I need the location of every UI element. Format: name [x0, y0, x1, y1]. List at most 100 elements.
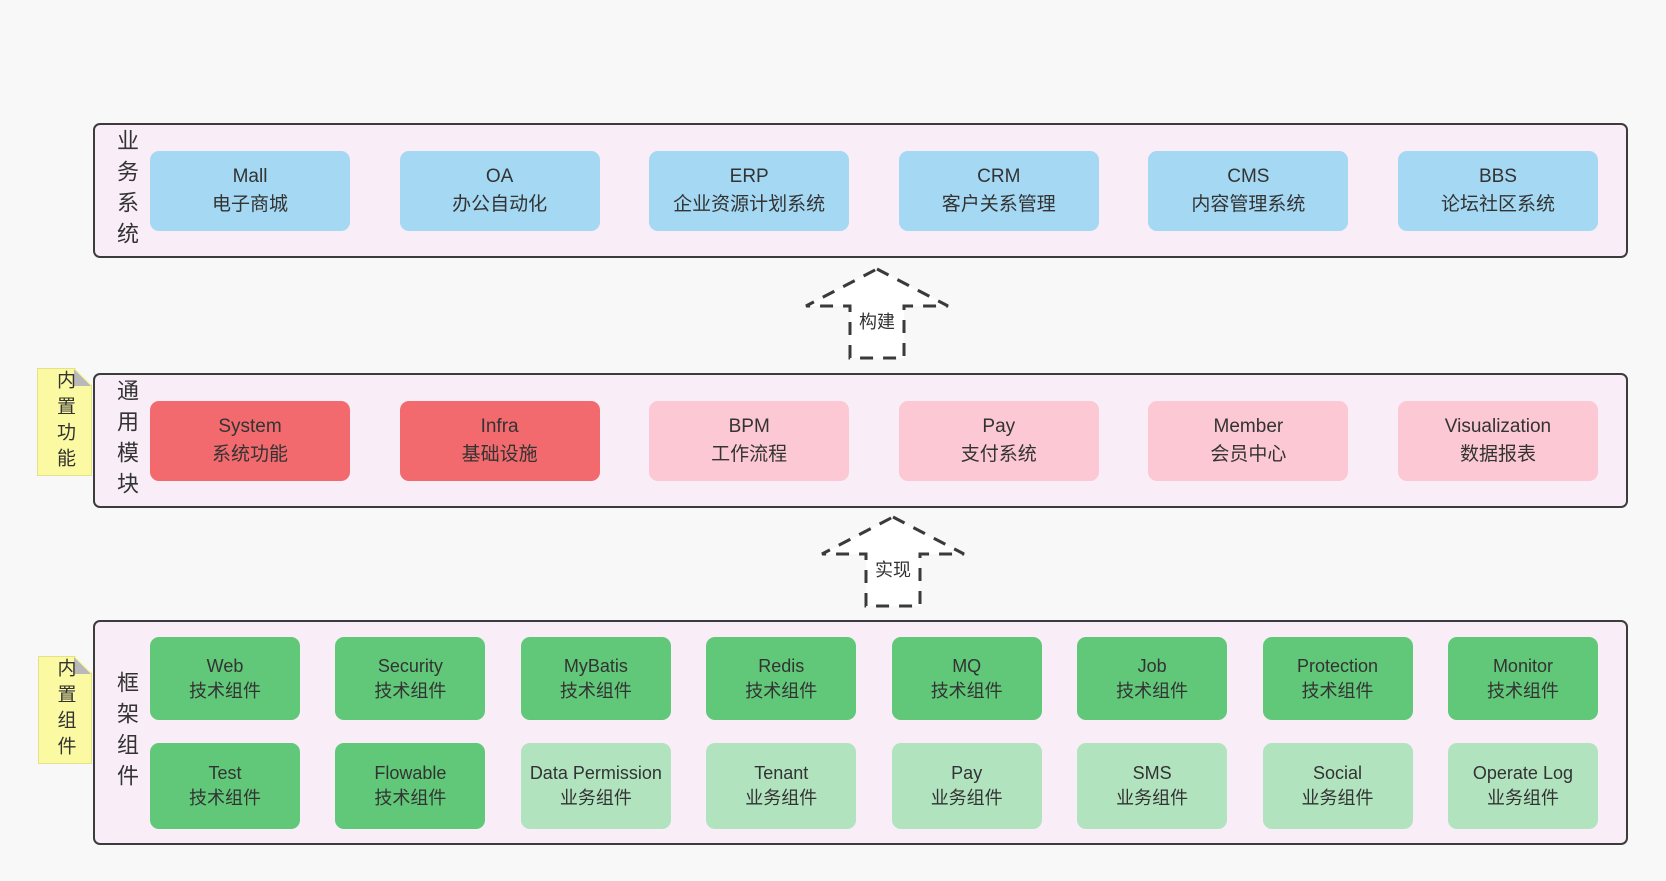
sticky-modules-label: 内置功能 — [54, 370, 75, 474]
box-bbs-desc: 论坛社区系统 — [1440, 193, 1555, 215]
box-bbs-name: BBS — [1478, 165, 1517, 187]
box-pay-module: Pay 支付系统 — [898, 400, 1099, 481]
box-cms-name: CMS — [1227, 165, 1270, 187]
box-erp: ERP 企业资源计划系统 — [649, 150, 850, 231]
box-oa-desc: 办公自动化 — [452, 193, 548, 215]
box-infra: Infra 基础设施 — [399, 400, 600, 481]
box-flowable: Flowable 技术组件 — [335, 743, 486, 829]
box-sms: SMS 业务组件 — [1077, 743, 1228, 829]
box-bbs: BBS 论坛社区系统 — [1397, 150, 1598, 231]
box-monitor-name: Monitor — [1492, 655, 1553, 676]
box-cms-desc: 内容管理系统 — [1191, 193, 1306, 215]
box-web: Web 技术组件 — [150, 637, 300, 720]
sticky-note-builtin-components: 内置组件 — [38, 656, 92, 764]
box-visualization: Visualization 数据报表 — [1397, 400, 1598, 481]
box-infra-desc: 基础设施 — [461, 443, 538, 465]
box-security-name: Security — [377, 655, 443, 676]
components-box-row-2: Test 技术组件 Flowable 技术组件 Data Permission … — [150, 743, 1598, 829]
box-crm: CRM 客户关系管理 — [898, 150, 1099, 231]
sticky-note-builtin-features: 内置功能 — [37, 368, 92, 476]
box-system-desc: 系统功能 — [211, 443, 288, 465]
box-social: Social 业务组件 — [1262, 743, 1413, 829]
box-pay-component: Pay 业务组件 — [891, 743, 1042, 829]
box-infra-name: Infra — [480, 415, 519, 437]
band-business-systems: 业务系统 Mall 电子商城 OA 办公自动化 ERP 企业资源计划系统 CRM… — [93, 123, 1628, 258]
box-erp-name: ERP — [729, 165, 769, 187]
box-data-permission: Data Permission 业务组件 — [520, 743, 671, 829]
box-web-name: Web — [206, 655, 244, 676]
box-social-name: Social — [1313, 763, 1363, 784]
box-flowable-desc: 技术组件 — [374, 788, 447, 808]
box-member: Member 会员中心 — [1148, 400, 1349, 481]
box-visualization-name: Visualization — [1444, 415, 1552, 437]
box-redis-desc: 技术组件 — [745, 680, 818, 701]
box-data-permission-desc: 业务组件 — [559, 788, 632, 808]
box-bpm: BPM 工作流程 — [649, 400, 850, 481]
box-flowable-name: Flowable — [374, 763, 447, 784]
box-job-desc: 技术组件 — [1116, 680, 1189, 701]
box-tenant-desc: 业务组件 — [745, 788, 818, 808]
box-job: Job 技术组件 — [1077, 637, 1228, 720]
box-oa-name: OA — [485, 165, 514, 187]
band-label-components: 框架组件 — [114, 670, 139, 795]
arrow-implement: 实现 — [818, 514, 968, 609]
box-mq: MQ 技术组件 — [891, 637, 1042, 720]
sticky-components-label: 内置组件 — [54, 658, 76, 762]
box-system: System 系统功能 — [150, 400, 350, 481]
band-label-modules: 通用模块 — [114, 378, 139, 503]
box-tenant-name: Tenant — [754, 763, 809, 784]
box-monitor: Monitor 技术组件 — [1447, 637, 1598, 720]
box-job-name: Job — [1137, 655, 1167, 676]
box-mall: Mall 电子商城 — [150, 150, 350, 231]
arrow-build: 构建 — [802, 266, 952, 361]
box-visualization-desc: 数据报表 — [1459, 443, 1536, 465]
box-operate-log-name: Operate Log — [1472, 763, 1573, 784]
box-pay-component-desc: 业务组件 — [930, 788, 1003, 808]
box-social-desc: 业务组件 — [1301, 788, 1374, 808]
box-oa: OA 办公自动化 — [399, 150, 600, 231]
box-test-name: Test — [208, 763, 242, 784]
box-erp-desc: 企业资源计划系统 — [673, 193, 826, 215]
box-mq-name: MQ — [952, 655, 982, 676]
box-bpm-name: BPM — [728, 415, 770, 437]
box-pay-module-desc: 支付系统 — [960, 443, 1037, 465]
modules-box-row: System 系统功能 Infra 基础设施 BPM 工作流程 Pay 支付系统… — [150, 400, 1598, 481]
box-operate-log: Operate Log 业务组件 — [1447, 743, 1598, 829]
band-label-business: 业务系统 — [114, 128, 139, 253]
box-operate-log-desc: 业务组件 — [1486, 788, 1559, 808]
box-crm-desc: 客户关系管理 — [941, 193, 1056, 215]
box-member-name: Member — [1213, 415, 1284, 437]
box-sms-name: SMS — [1132, 763, 1172, 784]
box-monitor-desc: 技术组件 — [1486, 680, 1559, 701]
box-mall-desc: 电子商城 — [211, 193, 288, 215]
box-mybatis: MyBatis 技术组件 — [520, 637, 671, 720]
box-data-permission-name: Data Permission — [529, 763, 662, 784]
box-protection-desc: 技术组件 — [1301, 680, 1374, 701]
box-cms: CMS 内容管理系统 — [1148, 150, 1349, 231]
business-box-row: Mall 电子商城 OA 办公自动化 ERP 企业资源计划系统 CRM 客户关系… — [150, 150, 1598, 231]
band-framework-components: 框架组件 Web 技术组件 Security 技术组件 MyBatis 技术组件… — [93, 620, 1628, 845]
box-test: Test 技术组件 — [150, 743, 300, 829]
box-pay-component-name: Pay — [951, 763, 983, 784]
box-crm-name: CRM — [977, 165, 1021, 187]
box-mybatis-desc: 技术组件 — [559, 680, 632, 701]
box-protection-name: Protection — [1297, 655, 1379, 676]
box-bpm-desc: 工作流程 — [711, 443, 788, 465]
box-member-desc: 会员中心 — [1210, 443, 1287, 465]
box-system-name: System — [218, 415, 282, 437]
arrow-implement-label: 实现 — [873, 556, 913, 582]
box-redis: Redis 技术组件 — [706, 637, 857, 720]
box-tenant: Tenant 业务组件 — [706, 743, 857, 829]
box-mall-name: Mall — [232, 165, 268, 187]
box-security: Security 技术组件 — [335, 637, 486, 720]
arrow-build-label: 构建 — [857, 308, 897, 334]
box-sms-desc: 业务组件 — [1116, 788, 1189, 808]
box-security-desc: 技术组件 — [374, 680, 447, 701]
components-box-row-1: Web 技术组件 Security 技术组件 MyBatis 技术组件 Redi… — [150, 637, 1598, 720]
box-redis-name: Redis — [758, 655, 805, 676]
box-mq-desc: 技术组件 — [930, 680, 1003, 701]
box-test-desc: 技术组件 — [189, 788, 261, 808]
box-mybatis-name: MyBatis — [563, 655, 628, 676]
box-pay-module-name: Pay — [982, 415, 1016, 437]
